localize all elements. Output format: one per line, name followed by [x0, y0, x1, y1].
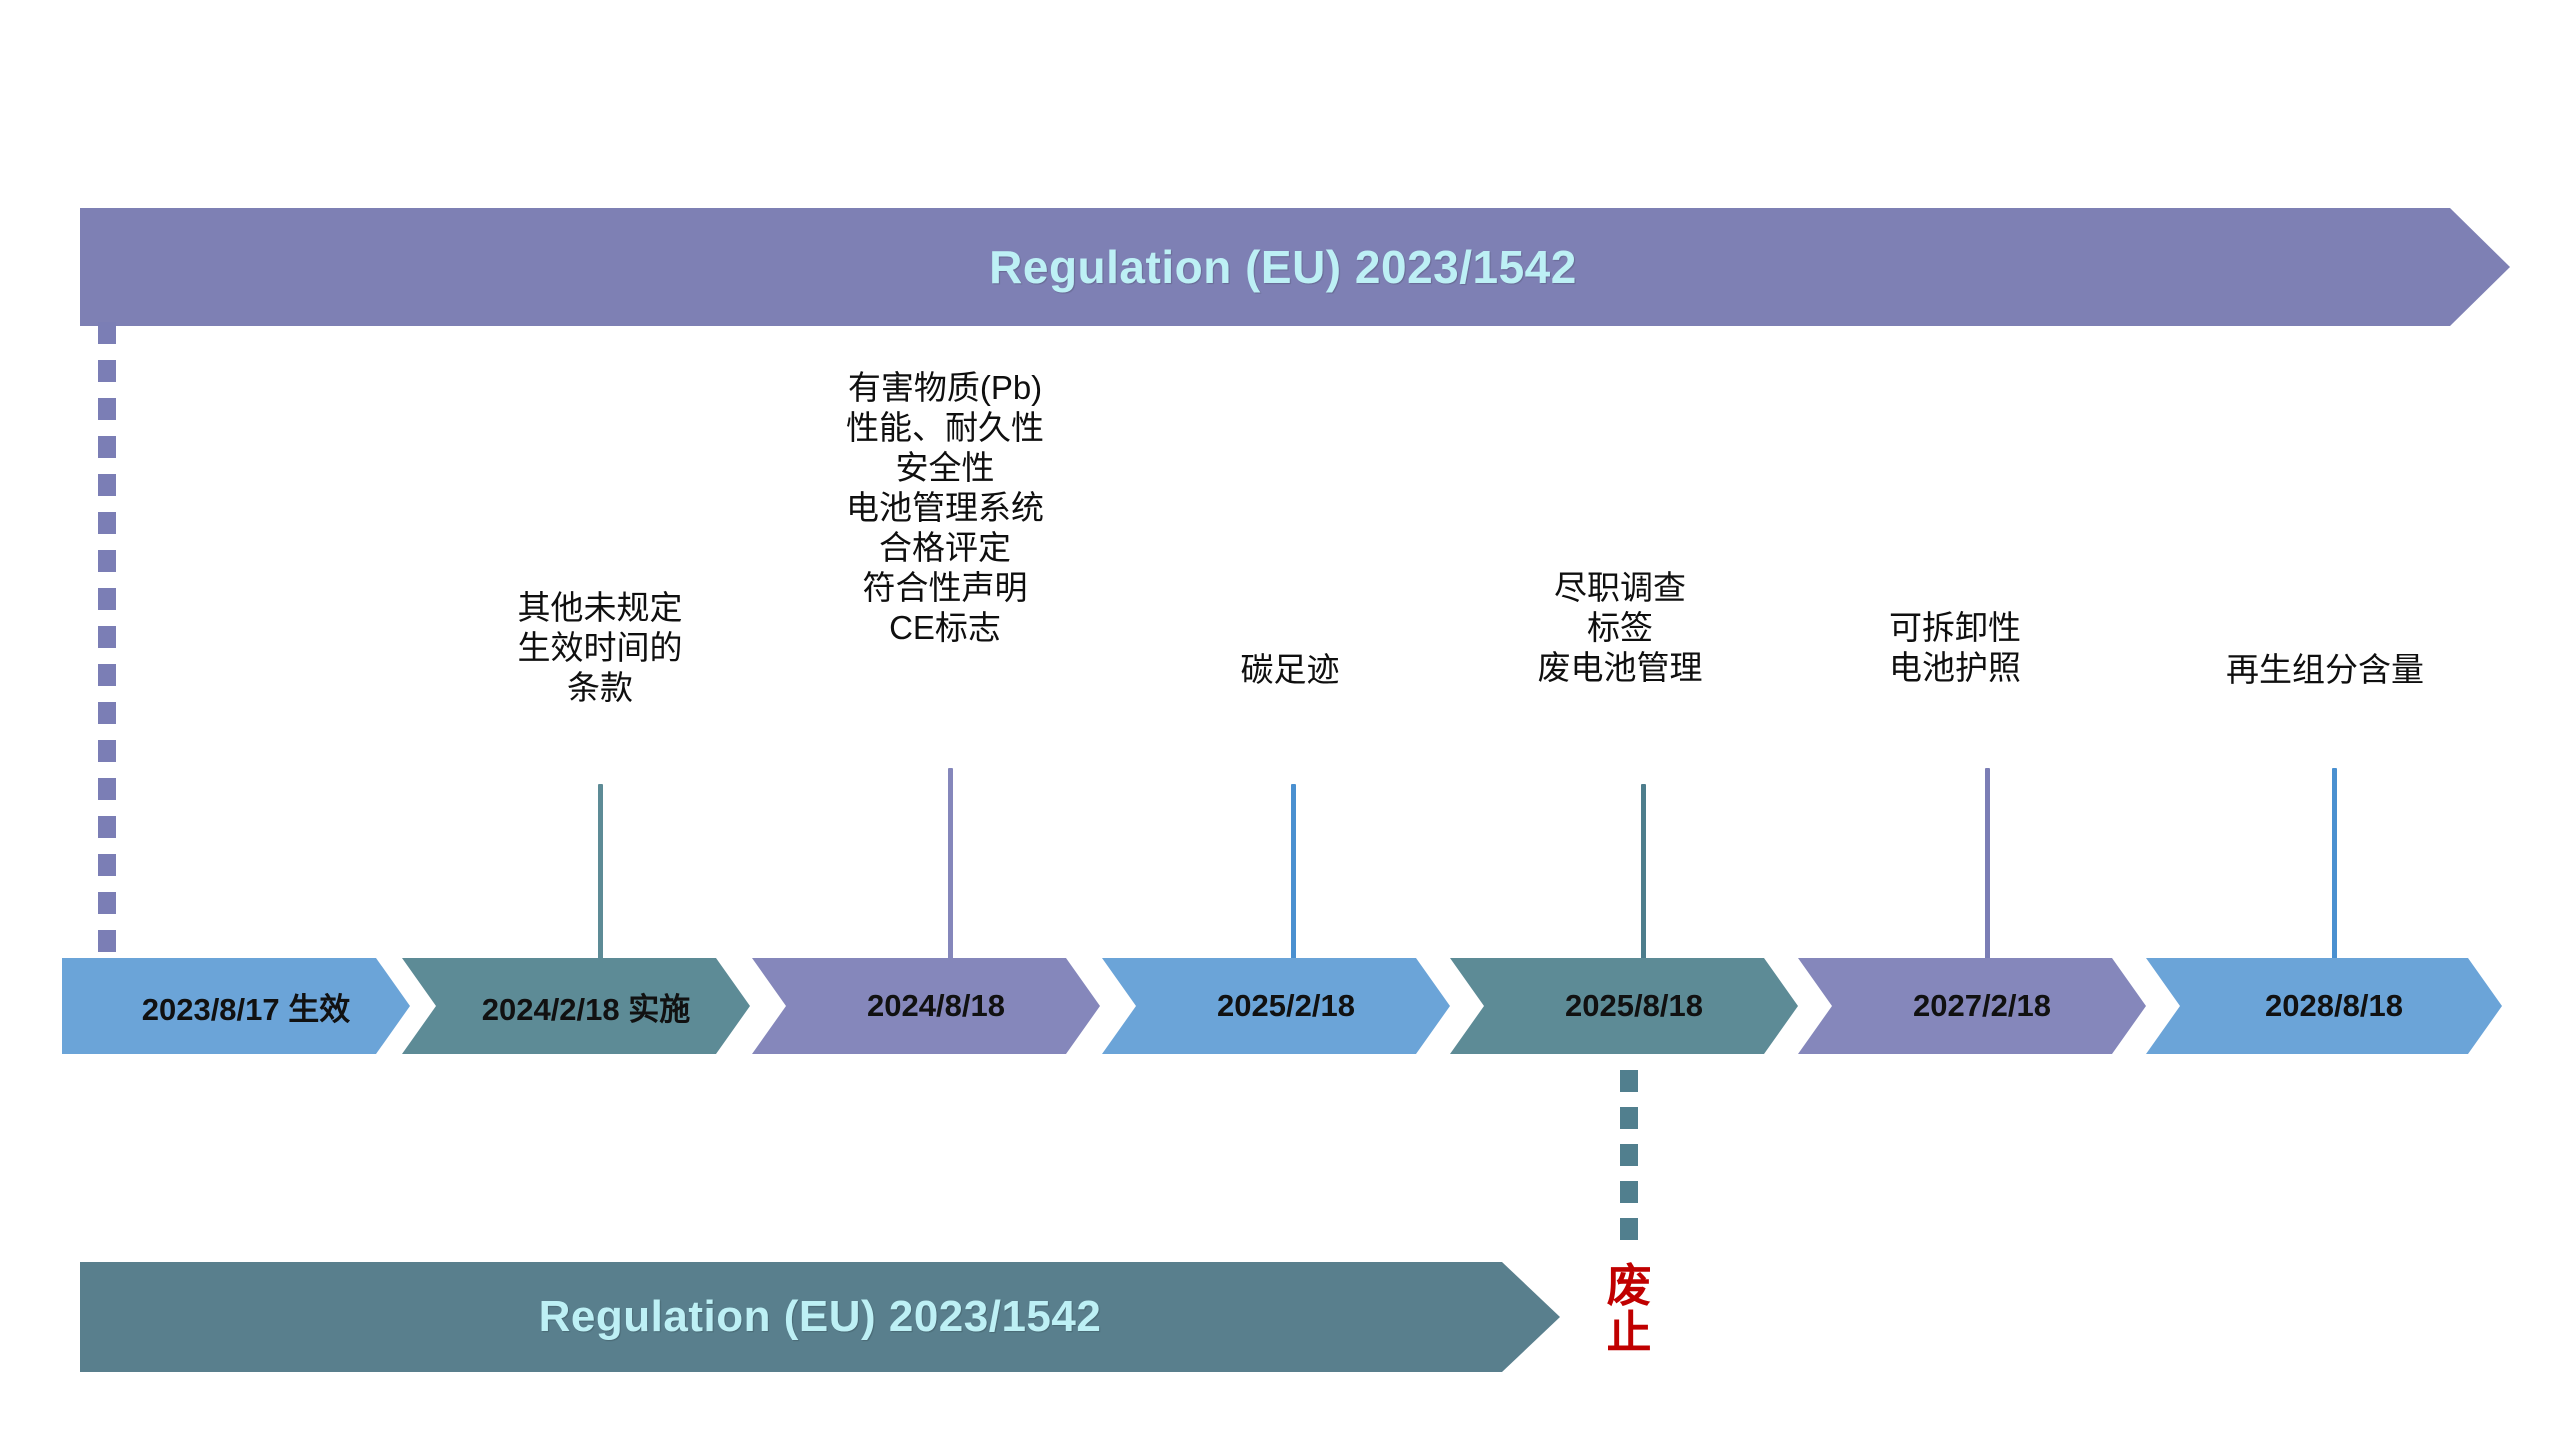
dash-segment — [98, 740, 116, 762]
milestone-date-label: 2027/2/18 — [1913, 988, 2051, 1023]
milestone-label-2028-08-18: 再生组分含量 — [2226, 651, 2424, 688]
milestone-chevron-2024-02-18[interactable]: 2024/2/18 实施 — [402, 958, 750, 1054]
dash-segment — [1620, 1070, 1638, 1092]
milestone-chevron-2023-08-17[interactable]: 2023/8/17 生效 — [62, 958, 410, 1054]
dash-segment — [98, 474, 116, 496]
dash-segment — [1620, 1144, 1638, 1166]
abolish-note: 废 止 — [1606, 1260, 1652, 1359]
milestone-date-label: 2028/8/18 — [2265, 988, 2403, 1023]
milestone-chevron-2028-08-18[interactable]: 2028/8/18 — [2146, 958, 2502, 1054]
dash-segment — [98, 398, 116, 420]
milestone-date-label: 2025/8/18 — [1565, 988, 1703, 1023]
stem-2025-02-18 — [1291, 784, 1296, 960]
stem-2025-08-18 — [1641, 784, 1646, 960]
bottom-regulation-banner: Regulation (EU) 2023/1542 — [80, 1262, 1560, 1372]
bottom-banner-label: Regulation (EU) 2023/1542 — [538, 1292, 1102, 1341]
milestone-chevron-2027-02-18[interactable]: 2027/2/18 — [1798, 958, 2146, 1054]
dash-segment — [98, 322, 116, 344]
repeal-dashed-connector — [1620, 1070, 1638, 1255]
dash-segment — [98, 816, 116, 838]
top-regulation-banner: Regulation (EU) 2023/1542 — [80, 208, 2510, 326]
dash-segment — [98, 550, 116, 572]
dash-segment — [1620, 1218, 1638, 1240]
milestone-date-label: 2025/2/18 — [1217, 988, 1355, 1023]
dash-segment — [98, 664, 116, 686]
milestone-label-2024-08-18: 有害物质(Pb) 性能、耐久性 安全性 电池管理系统 合格评定 符合性声明 CE… — [846, 369, 1044, 646]
dash-segment — [98, 360, 116, 382]
stem-2027-02-18 — [1985, 768, 1990, 960]
milestone-date-label: 2024/2/18 实施 — [481, 991, 691, 1027]
dash-segment — [98, 702, 116, 724]
stem-2028-08-18 — [2332, 768, 2337, 960]
dash-segment — [98, 854, 116, 876]
stem-2024-08-18 — [948, 768, 953, 960]
milestone-date-label: 2024/8/18 — [867, 988, 1005, 1023]
milestone-chevron-2025-02-18[interactable]: 2025/2/18 — [1102, 958, 1450, 1054]
dash-segment — [1620, 1181, 1638, 1203]
milestone-label-2025-08-18: 尽职调查 标签 废电池管理 — [1537, 569, 1703, 686]
dash-segment — [98, 778, 116, 800]
dash-segment — [98, 930, 116, 952]
dash-segment — [1620, 1107, 1638, 1129]
milestone-chevron-2025-08-18[interactable]: 2025/8/18 — [1450, 958, 1798, 1054]
stem-2024-02-18 — [598, 784, 603, 960]
dash-segment — [98, 588, 116, 610]
dash-segment — [98, 892, 116, 914]
dash-segment — [98, 512, 116, 534]
milestone-label-2024-02-18: 其他未规定 生效时间的 条款 — [517, 589, 683, 706]
dash-segment — [98, 626, 116, 648]
milestone-chevron-2024-08-18[interactable]: 2024/8/18 — [752, 958, 1100, 1054]
milestone-label-2027-02-18: 可拆卸性 电池护照 — [1889, 609, 2021, 686]
dash-segment — [98, 436, 116, 458]
entry-dashed-connector — [98, 322, 116, 952]
milestone-label-2025-02-18: 碳足迹 — [1240, 651, 1340, 688]
milestone-date-label: 2023/8/17 生效 — [141, 991, 351, 1027]
top-banner-label: Regulation (EU) 2023/1542 — [989, 241, 1577, 293]
timeline-chevron-row: 2023/8/17 生效 2024/2/18 实施 2024/8/18 2025… — [62, 958, 2502, 1054]
